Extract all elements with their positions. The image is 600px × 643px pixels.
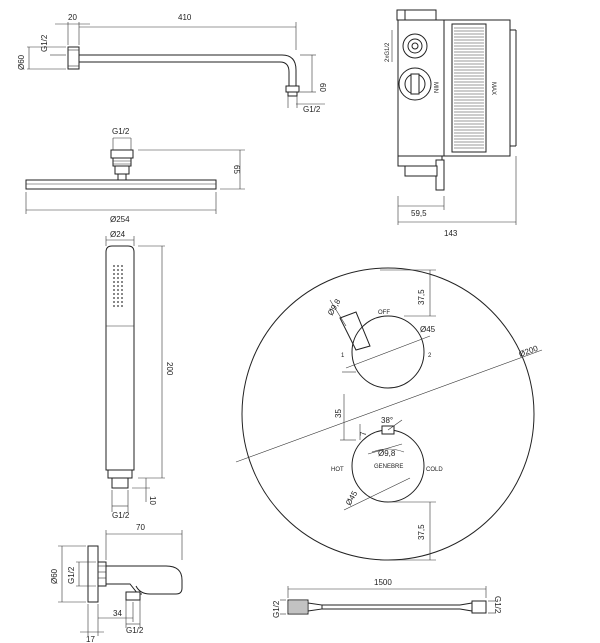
nozzle-dot <box>121 289 123 291</box>
nozzle-dot <box>117 285 119 287</box>
elbow-thread-bottom: G1/2 <box>126 626 144 635</box>
nozzle-dot <box>117 281 119 283</box>
plate-position-2: 2 <box>428 353 432 359</box>
valve-body-drawing: 2xG1/2 MIN MAX 59,5 143 <box>385 9 517 238</box>
head-height-dim: 65 <box>232 165 241 174</box>
nozzle-dot <box>113 277 115 279</box>
nozzle-dot <box>113 269 115 271</box>
nozzle-dot <box>113 281 115 283</box>
shower-head-drawing: G1/2 65 Ø254 <box>25 127 245 224</box>
nozzle-dot <box>121 273 123 275</box>
elbow-length-dim: 70 <box>136 523 145 532</box>
plate-off-label: OFF <box>378 310 390 316</box>
valve-min-label: MIN <box>432 82 438 93</box>
wall-elbow-drawing: 70 Ø60 G1/2 34 G1/2 17 <box>50 523 183 643</box>
arm-width-dim: 20 <box>68 13 77 22</box>
nozzle-dot <box>117 273 119 275</box>
nozzle-dot <box>113 301 115 303</box>
plate-offset-bottom: 37,5 <box>417 524 426 540</box>
nozzle-dot <box>121 305 123 307</box>
shower-arm-drawing: 20 410 G1/2 Ø60 60 G1/2 <box>17 13 327 114</box>
plate-angle: 38° <box>381 416 393 425</box>
plate-small-dia-bottom: Ø9,8 <box>378 449 396 458</box>
nozzle-dot <box>117 289 119 291</box>
elbow-base-dim: 17 <box>86 635 95 643</box>
arm-thread-left: G1/2 <box>40 34 49 52</box>
nozzle-dot <box>117 265 119 267</box>
arm-diameter: Ø60 <box>17 54 26 70</box>
nozzle-dot <box>113 285 115 287</box>
nozzle-dot <box>121 293 123 295</box>
nozzle-dot <box>117 269 119 271</box>
nozzle-dot <box>113 297 115 299</box>
valve-total-dim: 143 <box>444 229 458 238</box>
nozzle-dot <box>117 301 119 303</box>
nozzle-dot <box>113 273 115 275</box>
elbow-offset-dim: 34 <box>113 609 122 618</box>
arm-thread-bottom: G1/2 <box>303 105 321 114</box>
valve-ribs <box>454 27 484 149</box>
elbow-thread-side: G1/2 <box>67 566 76 584</box>
hose-nut-knurl <box>289 601 307 613</box>
head-thread: G1/2 <box>112 127 130 136</box>
nozzle-dot <box>113 265 115 267</box>
nozzle-dot <box>117 277 119 279</box>
elbow-diameter: Ø60 <box>50 568 59 584</box>
arm-drop-dim: 60 <box>318 83 327 92</box>
hose-thread-right: G1/2 <box>493 596 502 614</box>
nozzle-dot <box>121 269 123 271</box>
hose-drawing: 1500 G1/2 G1/2 <box>272 578 502 618</box>
plate-cold-label: COLD <box>426 467 443 473</box>
plate-knob-dia-top: Ø45 <box>420 325 436 334</box>
nozzle-dot <box>117 305 119 307</box>
hand-shower-length-dim: 200 <box>165 362 174 376</box>
nozzle-dot <box>121 297 123 299</box>
plate-spacing-dim: 35 <box>334 409 343 418</box>
nozzle-dot <box>121 301 123 303</box>
nozzle-dot <box>113 293 115 295</box>
nozzle-dot <box>121 265 123 267</box>
nozzle-dot <box>117 293 119 295</box>
hand-shower-drawing: Ø24 200 10 G1/2 <box>105 230 174 520</box>
arm-length-dim: 410 <box>178 13 192 22</box>
nozzle-dot <box>121 285 123 287</box>
hand-shower-bottom-dim: 10 <box>148 496 157 505</box>
hose-thread-left: G1/2 <box>272 600 281 618</box>
plate-brand-logo: GENEBRE <box>374 464 403 470</box>
plate-offset-small: 7 <box>359 431 368 436</box>
valve-thread-label: 2xG1/2 <box>385 42 391 62</box>
plate-position-1: 1 <box>341 353 345 359</box>
hand-shower-nozzles <box>113 265 123 307</box>
valve-depth-dim: 59,5 <box>411 209 427 218</box>
cover-plate-drawing: 37,5 Ø9,8 OFF Ø45 1 2 Ø200 35 7 38° Ø9,8… <box>235 267 543 561</box>
nozzle-dot <box>121 281 123 283</box>
plate-hot-label: HOT <box>331 467 344 473</box>
nozzle-dot <box>121 277 123 279</box>
hand-shower-diameter: Ø24 <box>110 230 126 239</box>
valve-max-label: MAX <box>490 82 496 95</box>
plate-offset-top: 37,5 <box>417 289 426 305</box>
nozzle-dot <box>117 297 119 299</box>
nozzle-dot <box>113 305 115 307</box>
nozzle-dot <box>113 289 115 291</box>
hand-shower-thread: G1/2 <box>112 511 130 520</box>
head-diameter: Ø254 <box>110 215 130 224</box>
hose-length-dim: 1500 <box>374 578 392 587</box>
